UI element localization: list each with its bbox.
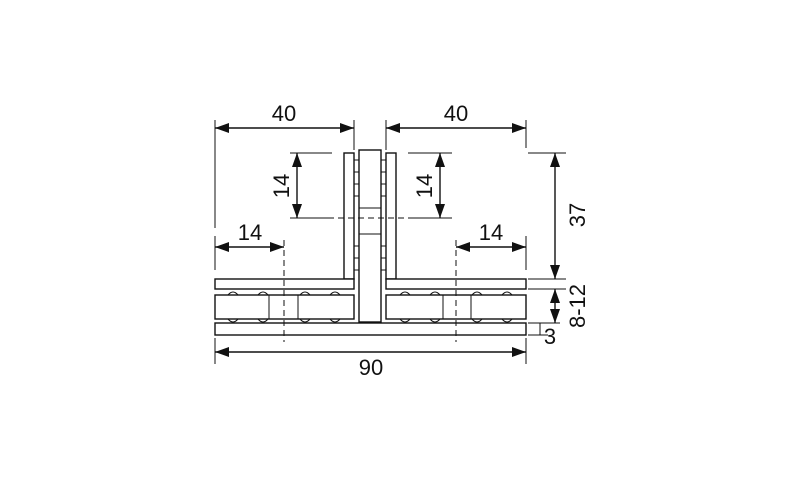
bottom-base-plate	[214, 322, 527, 336]
right-vertical-plate	[385, 152, 397, 280]
label-top-right-width: 40	[444, 101, 468, 126]
center-post	[358, 149, 382, 323]
gasket-bumps	[227, 291, 513, 323]
label-glass-thickness: 8-12	[565, 284, 590, 328]
dimension-labels: 40 40 14 14 14 14 37 8-12 3 90	[238, 101, 590, 380]
extension-lines	[214, 120, 566, 364]
dimension-lines	[215, 123, 560, 357]
left-serration	[354, 159, 359, 271]
label-left-hole-offset: 14	[238, 220, 262, 245]
right-serration	[381, 159, 386, 271]
label-left-inner-height: 14	[269, 174, 294, 198]
label-total-width: 90	[359, 355, 383, 380]
left-vertical-plate	[343, 152, 355, 280]
label-right-hole-offset: 14	[479, 220, 503, 245]
label-total-height: 37	[565, 203, 590, 227]
right-middle-block	[385, 294, 527, 320]
label-right-inner-height: 14	[412, 174, 437, 198]
center-lines	[283, 217, 457, 342]
label-base-thickness: 3	[544, 324, 556, 349]
label-top-left-width: 40	[272, 101, 296, 126]
